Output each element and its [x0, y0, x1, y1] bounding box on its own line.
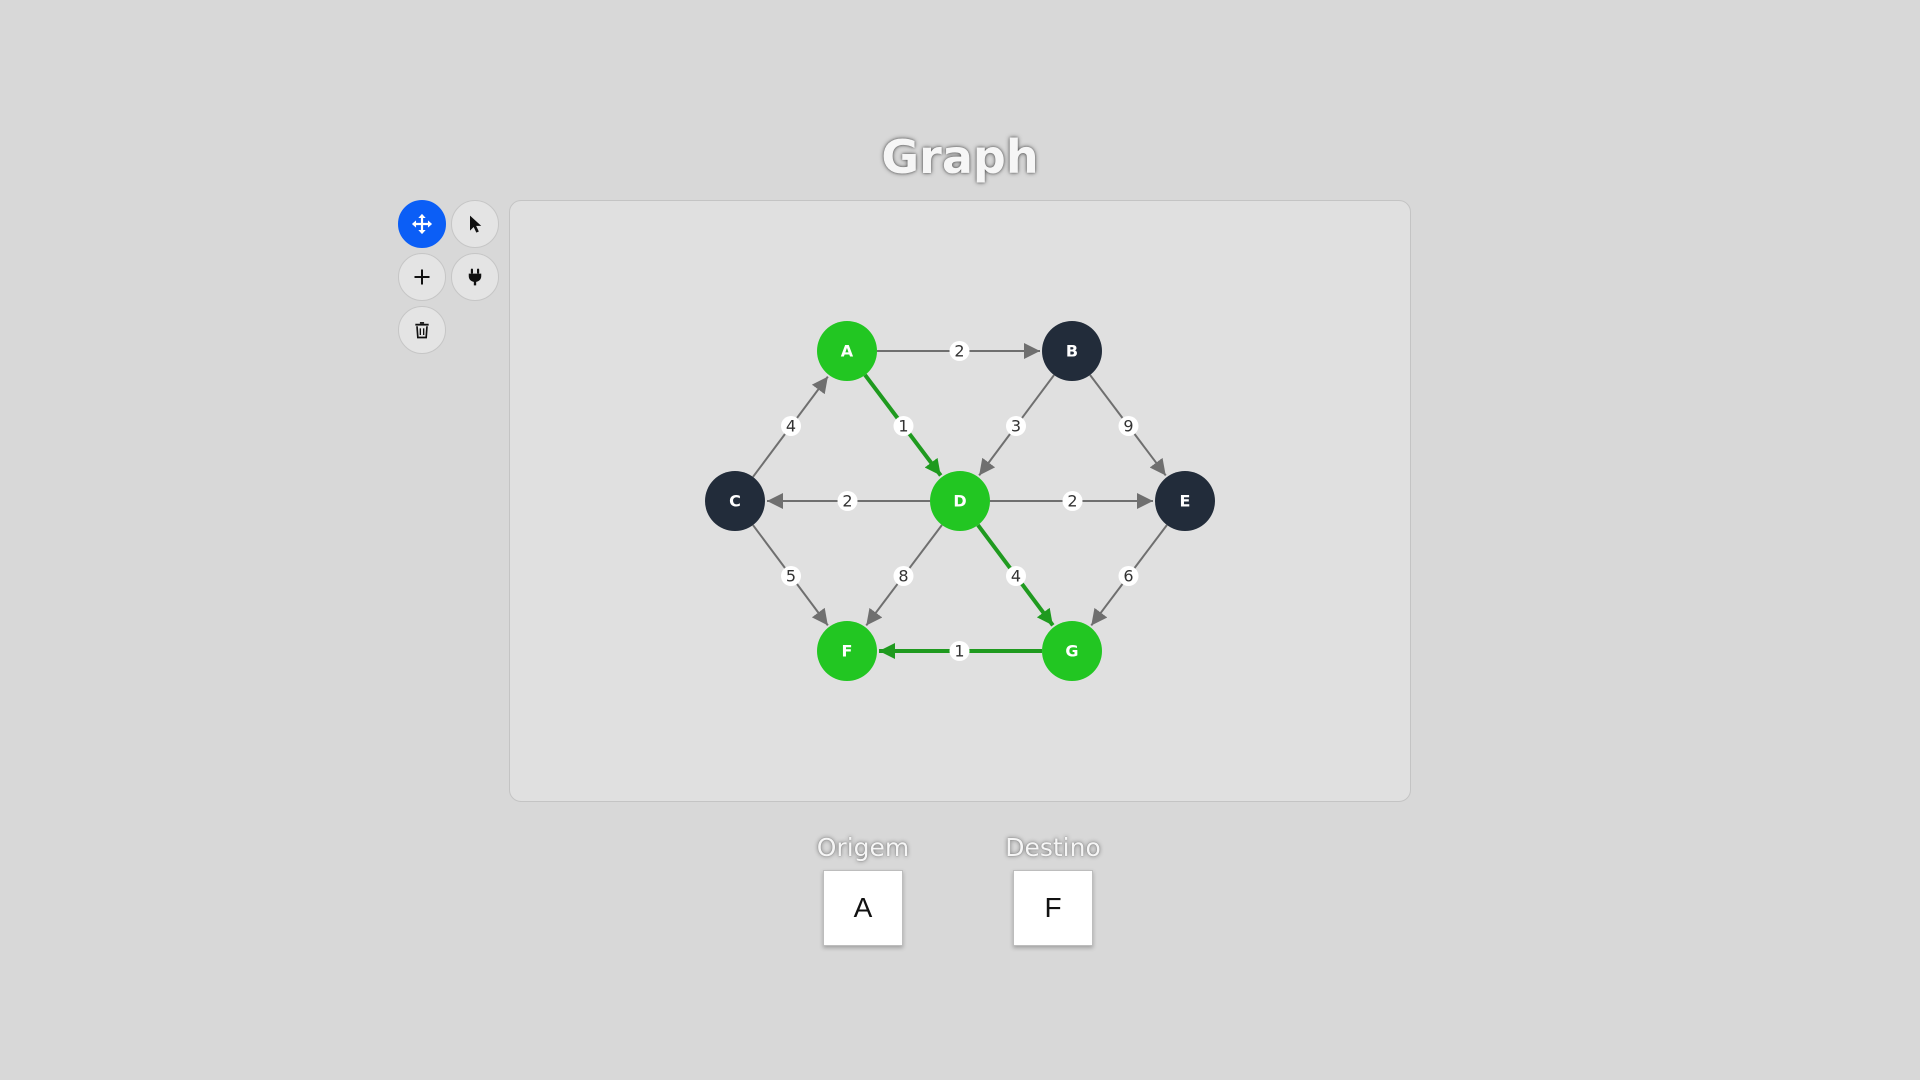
node-circle[interactable]	[1042, 321, 1102, 381]
edge-weight-label: 2	[842, 492, 852, 511]
node-label: C	[729, 492, 741, 511]
node-E[interactable]: E	[1155, 471, 1215, 531]
node-D[interactable]: D	[930, 471, 990, 531]
tool-palette	[398, 200, 500, 356]
node-layer: A B C D E F G	[705, 321, 1215, 681]
page-title: Graph	[881, 130, 1039, 184]
edge-D-E[interactable]: 2	[990, 491, 1153, 511]
node-label: F	[842, 642, 853, 661]
node-G[interactable]: G	[1042, 621, 1102, 681]
node-circle[interactable]	[1155, 471, 1215, 531]
move-tool-button[interactable]	[398, 200, 446, 248]
edge-weight-label: 2	[954, 342, 964, 361]
edge-A-D[interactable]: 1	[863, 373, 943, 477]
node-B[interactable]: B	[1042, 321, 1102, 381]
edge-D-G[interactable]: 4	[976, 523, 1055, 627]
edge-D-C[interactable]: 2	[767, 491, 930, 511]
edge-weight-label: 1	[898, 417, 908, 436]
cursor-pointer-icon	[470, 215, 482, 233]
edge-weight-label: 4	[1011, 567, 1021, 586]
delete-button[interactable]	[398, 306, 446, 354]
edge-weight-label: 1	[954, 642, 964, 661]
edge-weight-background	[781, 416, 801, 436]
edge-weight-background	[781, 566, 801, 586]
node-circle[interactable]	[817, 621, 877, 681]
plus-icon	[414, 269, 430, 285]
edge-weight-background	[949, 641, 970, 661]
node-label: G	[1065, 642, 1078, 661]
edge-weight-label: 8	[898, 567, 908, 586]
edge-C-A[interactable]: 4	[752, 376, 829, 478]
trash-icon	[415, 322, 429, 339]
edge-B-E[interactable]: 9	[1089, 374, 1167, 477]
edge-B-D[interactable]: 3	[978, 374, 1055, 476]
edge-weight-label: 4	[786, 417, 796, 436]
edge-weight-background	[837, 491, 858, 511]
destination-label: Destino	[1005, 833, 1101, 862]
connect-edge-button[interactable]	[451, 253, 499, 301]
destination-field-group: Destino	[993, 832, 1113, 946]
select-tool-button[interactable]	[451, 200, 499, 248]
node-C[interactable]: C	[705, 471, 765, 531]
edge-D-F[interactable]: 8	[865, 524, 943, 627]
edge-weight-label: 2	[1067, 492, 1077, 511]
edge-G-F[interactable]: 1	[879, 641, 1042, 661]
node-label: A	[841, 342, 854, 361]
edge-weight-background	[1006, 416, 1026, 436]
edge-weight-background	[893, 416, 914, 436]
edge-A-B[interactable]: 2	[877, 341, 1040, 361]
origin-input[interactable]	[823, 870, 903, 946]
node-circle[interactable]	[930, 471, 990, 531]
edge-weight-background	[1118, 566, 1139, 586]
edge-weight-background	[1062, 491, 1083, 511]
node-label: B	[1066, 342, 1078, 361]
graph-canvas[interactable]: 2 1 3 9 4 2 2 5 8 4 6 1 A B C D E F G	[509, 200, 1411, 802]
node-circle[interactable]	[1042, 621, 1102, 681]
node-circle[interactable]	[817, 321, 877, 381]
graph-diagram: 2 1 3 9 4 2 2 5 8 4 6 1 A B C D E F G	[705, 321, 1215, 681]
edge-weight-background	[949, 341, 970, 361]
edge-weight-label: 3	[1011, 417, 1021, 436]
edge-C-F[interactable]: 5	[752, 524, 829, 626]
plug-icon	[468, 268, 482, 286]
edge-weight-label: 9	[1123, 417, 1133, 436]
move-arrows-icon	[411, 213, 433, 235]
edge-weight-label: 6	[1123, 567, 1133, 586]
add-node-button[interactable]	[398, 253, 446, 301]
edge-weight-background	[1006, 566, 1026, 586]
edge-weight-label: 5	[786, 567, 796, 586]
node-circle[interactable]	[705, 471, 765, 531]
node-A[interactable]: A	[817, 321, 877, 381]
edge-E-G[interactable]: 6	[1090, 524, 1168, 627]
destination-input[interactable]	[1013, 870, 1093, 946]
edge-layer: 2 1 3 9 4 2 2 5 8 4 6 1	[752, 341, 1168, 661]
node-label: D	[953, 492, 966, 511]
node-F[interactable]: F	[817, 621, 877, 681]
edge-weight-background	[893, 566, 914, 586]
origin-label: Origem	[816, 833, 910, 862]
origin-field-group: Origem	[803, 832, 923, 946]
edge-weight-background	[1118, 416, 1139, 436]
node-label: E	[1180, 492, 1191, 511]
